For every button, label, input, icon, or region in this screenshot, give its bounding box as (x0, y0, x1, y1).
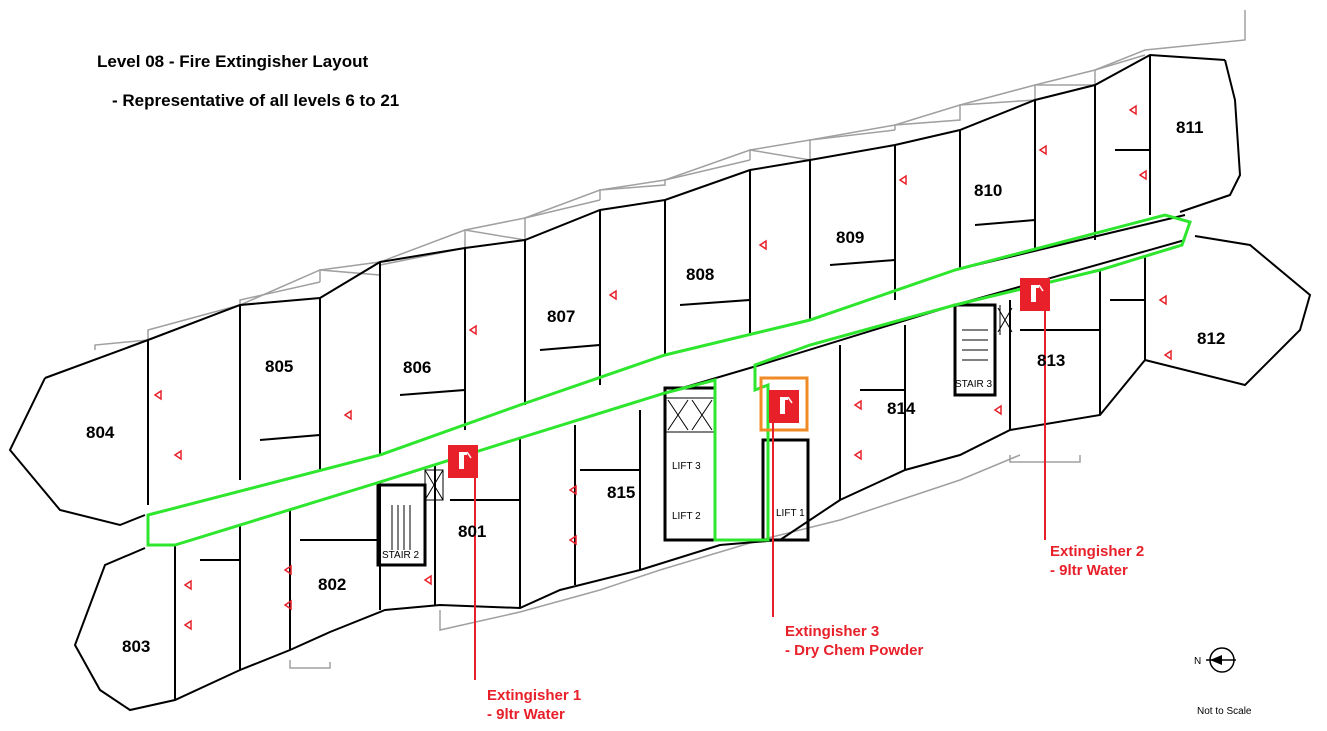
building-walls (8, 53, 1312, 712)
unit-811: 811 (1176, 118, 1203, 137)
extinguisher-1-type: - 9ltr Water (487, 706, 565, 723)
unit-814: 814 (887, 399, 916, 418)
extinguisher-2-callout: Extingisher 2 - 9ltr Water (1050, 542, 1144, 580)
lift-1-label: LIFT 1 (776, 508, 805, 519)
page-subtitle: - Representative of all levels 6 to 21 (112, 91, 400, 110)
alarm-markers (153, 104, 1172, 631)
extinguisher-3-callout: Extingisher 3 - Dry Chem Powder (785, 622, 923, 660)
extinguisher-3-type: - Dry Chem Powder (785, 642, 924, 659)
unit-805: 805 (265, 357, 293, 376)
core-labels: LIFT 3 LIFT 2 LIFT 1 STAIR 2 STAIR 3 (382, 379, 992, 561)
unit-812: 812 (1197, 329, 1225, 348)
unit-804: 804 (86, 423, 115, 442)
extinguisher-3-name: Extingisher 3 (785, 623, 880, 640)
extinguisher-2-name: Extingisher 2 (1050, 543, 1145, 560)
lift-shafts (391, 305, 1013, 550)
unit-802: 802 (318, 575, 346, 594)
unit-801: 801 (458, 522, 486, 541)
lift-3-label: LIFT 3 (672, 461, 701, 472)
unit-806: 806 (403, 358, 431, 377)
extinguisher-1-name: Extingisher 1 (487, 687, 582, 704)
stair-3-label: STAIR 3 (955, 379, 992, 390)
unit-809: 809 (836, 228, 864, 247)
leader-lines (474, 311, 1046, 680)
corridor-outline (146, 213, 1192, 547)
unit-808: 808 (686, 265, 714, 284)
stair-2-label: STAIR 2 (382, 550, 419, 561)
scale-note: Not to Scale (1197, 706, 1252, 717)
extinguisher-3-icon (769, 390, 799, 423)
extinguisher-3-highlight (759, 376, 809, 432)
extinguisher-2-icon (1020, 278, 1050, 311)
lift-2-label: LIFT 2 (672, 511, 701, 522)
unit-813: 813 (1037, 351, 1065, 370)
unit-815: 815 (607, 483, 635, 502)
unit-810: 810 (974, 181, 1002, 200)
extinguisher-2-type: - 9ltr Water (1050, 562, 1128, 579)
unit-803: 803 (122, 637, 150, 656)
extinguisher-1-icon (448, 445, 478, 478)
extinguisher-1-callout: Extingisher 1 - 9ltr Water (487, 686, 581, 724)
unit-807: 807 (547, 307, 575, 326)
unit-labels: 801 802 803 804 805 806 807 808 809 810 … (86, 118, 1225, 656)
north-arrow-icon: N (1194, 647, 1236, 673)
north-letter: N (1194, 656, 1201, 667)
page-title: Level 08 - Fire Extingisher Layout (97, 52, 369, 71)
